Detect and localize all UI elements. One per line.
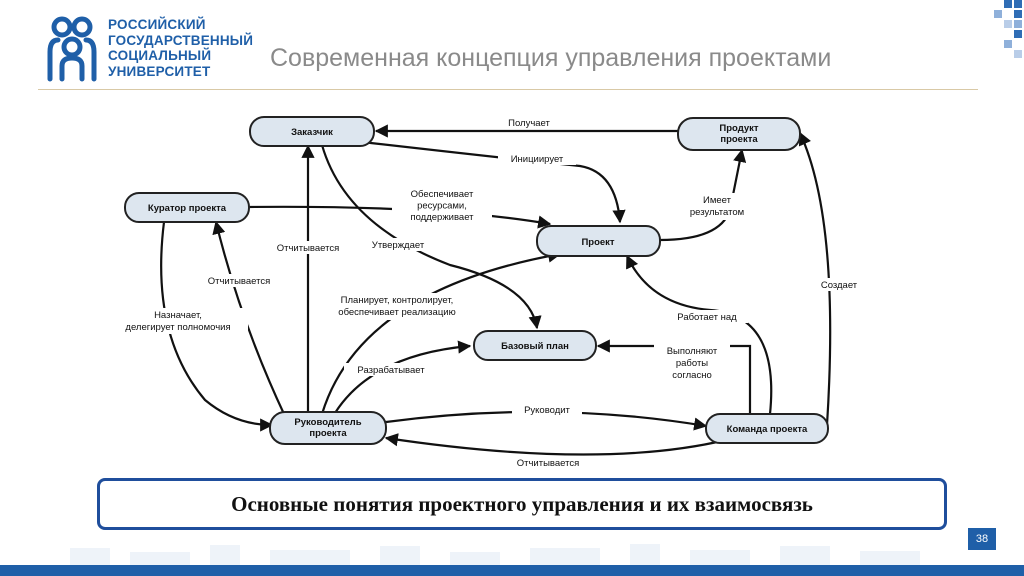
university-name-line: УНИВЕРСИТЕТ xyxy=(108,63,211,79)
text-line: делегирует полномочия xyxy=(125,322,230,333)
node-zakazchik: Заказчик xyxy=(249,116,375,147)
corner-pattern-icon xyxy=(994,0,1022,58)
text-line: проекта xyxy=(720,134,758,145)
edge-label-otchityvaetsya-kurator: Отчитывается xyxy=(208,276,271,287)
text-line: Назначает, xyxy=(154,310,202,321)
node-proekt: Проект xyxy=(536,225,661,257)
university-logo-icon xyxy=(47,16,97,82)
text-line: Создает xyxy=(821,280,858,291)
caption-box: Основные понятия проектного управления и… xyxy=(97,478,947,530)
text-line: обеспечивает реализацию xyxy=(338,307,455,318)
text-line: Команда проекта xyxy=(727,424,808,435)
text-line: Продукт xyxy=(719,123,758,134)
text-line: Отчитывается xyxy=(277,243,340,254)
text-line: Проект xyxy=(581,237,614,248)
university-name-line: СОЦИАЛЬНЫЙ xyxy=(108,48,212,63)
text-line: ресурсами, xyxy=(417,201,467,212)
text-line: результатом xyxy=(690,207,744,218)
text-line: Инициирует xyxy=(511,154,564,165)
text-line: Получает xyxy=(508,118,550,129)
text-line: Планирует, контролирует, xyxy=(341,295,454,306)
title-divider xyxy=(38,89,978,90)
edge-label-sozdaet: Создает xyxy=(821,280,858,291)
university-name-line: РОССИЙСКИЙ xyxy=(108,17,206,32)
text-line: Разрабатывает xyxy=(357,365,425,376)
text-line: работы xyxy=(676,358,708,369)
text-line: Утверждает xyxy=(372,240,425,251)
svg-text:Команда проекта: Команда проекта xyxy=(727,424,808,435)
university-name: РОССИЙСКИЙ ГОСУДАРСТВЕННЫЙ СОЦИАЛЬНЫЙ УН… xyxy=(108,17,253,79)
svg-text:Проект: Проект xyxy=(581,237,614,248)
text-line: Работает над xyxy=(677,312,737,323)
node-komanda: Команда проекта xyxy=(705,413,829,444)
edge-label-initsiiruet: Инициирует xyxy=(511,154,564,165)
text-line: Отчитывается xyxy=(208,276,271,287)
edge-naznachaet xyxy=(160,221,274,432)
slide-title: Современная концепция управления проекта… xyxy=(270,44,832,72)
edge-vypolnyayut xyxy=(596,339,752,414)
edge-label-otchityvaetsya-komanda: Отчитывается xyxy=(517,458,580,469)
edge-label-naznachaet: Назначает,делегирует полномочия xyxy=(125,310,230,333)
edge-label-planiruet: Планирует, контролирует,обеспечивает реа… xyxy=(338,295,455,318)
edge-label-rabotaet-nad: Работает над xyxy=(677,312,737,323)
text-line: Руководитель xyxy=(294,417,361,428)
text-line: Отчитывается xyxy=(517,458,580,469)
edge-label-utverzhdaet: Утверждает xyxy=(372,240,425,251)
text-line: Выполняют xyxy=(667,346,718,357)
node-kurator: Куратор проекта xyxy=(124,192,250,223)
text-line: согласно xyxy=(672,370,712,381)
node-bazovyi-plan: Базовый план xyxy=(473,330,597,361)
edge-label-poluchaet: Получает xyxy=(508,118,550,129)
edge-label-rukovodit: Руководит xyxy=(524,405,570,416)
svg-text:Заказчик: Заказчик xyxy=(291,127,333,138)
svg-text:Базовый план: Базовый план xyxy=(501,341,569,352)
text-line: проекта xyxy=(309,428,347,439)
edge-otchityvaetsya-komanda xyxy=(384,433,727,456)
edge-label-razrabatyvaet: Разрабатывает xyxy=(357,365,425,376)
university-name-line: ГОСУДАРСТВЕННЫЙ xyxy=(108,32,254,48)
text-line: Заказчик xyxy=(291,127,333,138)
text-line: Куратор проекта xyxy=(148,203,227,214)
text-line: Имеет xyxy=(703,195,732,206)
caption-text: Основные понятия проектного управления и… xyxy=(231,491,813,516)
text-line: Руководит xyxy=(524,405,570,416)
text-line: Обеспечивает xyxy=(411,189,474,200)
edge-utverzhdaet xyxy=(320,144,542,330)
page-number: 38 xyxy=(968,528,996,550)
svg-text:Куратор проекта: Куратор проекта xyxy=(148,203,227,214)
text-line: Базовый план xyxy=(501,341,569,352)
edge-sozdaet xyxy=(798,131,832,426)
edge-label-otchityvaetsya-zakazchik: Отчитывается xyxy=(277,243,340,254)
bottom-bar xyxy=(0,565,1024,576)
text-line: поддерживает xyxy=(410,212,474,223)
bottom-pattern-icon xyxy=(70,544,920,565)
